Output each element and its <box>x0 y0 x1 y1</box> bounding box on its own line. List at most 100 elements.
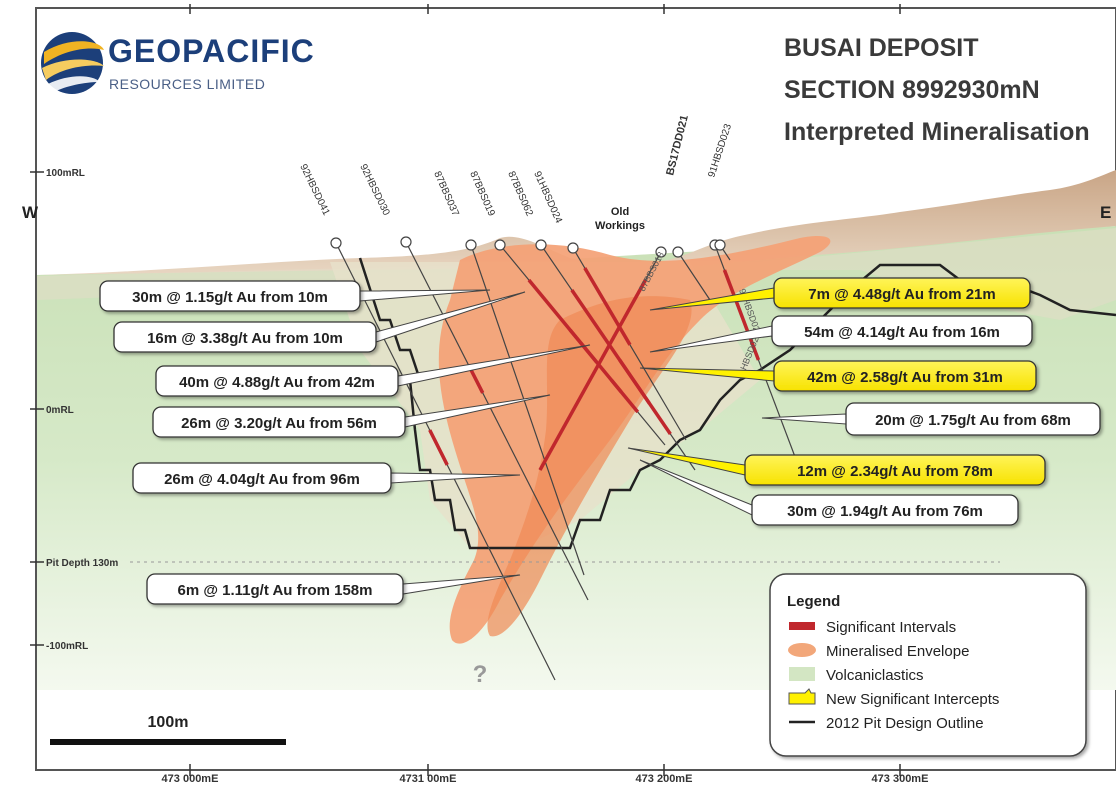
company-logo: GEOPACIFIC RESOURCES LIMITED <box>41 32 315 94</box>
significant-interval <box>722 269 761 361</box>
legend-label: Significant Intervals <box>826 619 956 636</box>
drillhole-collar <box>655 246 667 258</box>
intercept-callout: 54m @ 4.14g/t Au from 16m <box>771 315 1033 347</box>
callout-text: 26m @ 3.20g/t Au from 56m <box>181 415 377 432</box>
label-100mrl: 100mRL <box>46 168 85 179</box>
surface-terrain <box>37 170 1116 275</box>
legend-item-envelope: Mineralised Envelope <box>788 643 969 660</box>
callout-box <box>132 462 392 494</box>
callout-text: 7m @ 4.48g/t Au from 21m <box>808 286 995 303</box>
title-line2: SECTION 8992930mN <box>784 76 1040 104</box>
significant-interval <box>428 429 449 466</box>
new-intercept-callout: 7m @ 4.48g/t Au from 21m <box>773 277 1031 309</box>
legend-label: Mineralised Envelope <box>826 643 969 660</box>
drillhole-collar <box>567 242 579 254</box>
logo-name: GEOPACIFIC <box>108 33 315 69</box>
drillhole-collar <box>465 239 477 251</box>
drillhole-collar <box>494 239 506 251</box>
swatch-interval <box>789 622 815 630</box>
logo-subtitle: RESOURCES LIMITED <box>109 76 265 92</box>
title-line1: BUSAI DEPOSIT <box>784 34 978 62</box>
swatch-volcaniclastics <box>789 667 815 681</box>
intercept-callout: 20m @ 1.75g/t Au from 68m <box>845 402 1101 436</box>
drillhole-trace <box>405 241 589 601</box>
legend-label: New Significant Intercepts <box>826 691 999 708</box>
scale-bar: 100m <box>50 714 286 745</box>
new-intercept-callout: 42m @ 2.58g/t Au from 31m <box>773 360 1037 392</box>
callout-box <box>845 402 1101 436</box>
callout-box <box>744 454 1046 486</box>
drillhole-collar <box>714 239 726 251</box>
callout-box <box>773 277 1031 309</box>
easting-473100: 4731 00mE <box>400 773 457 785</box>
compass-west: W <box>22 203 39 222</box>
callout-text: 42m @ 2.58g/t Au from 31m <box>807 369 1003 386</box>
callout-box <box>751 494 1019 526</box>
swatch-envelope <box>788 643 816 657</box>
intercept-leaders <box>359 287 847 595</box>
significant-interval <box>618 359 651 405</box>
drillhole-collar <box>672 246 684 258</box>
callout-text: 26m @ 4.04g/t Au from 96m <box>164 471 360 488</box>
map-frame <box>35 7 1116 771</box>
intercept-callout: 26m @ 3.20g/t Au from 56m <box>152 406 406 438</box>
intercept-callout: 26m @ 4.04g/t Au from 96m <box>132 462 392 494</box>
easting-473300: 473 300mE <box>872 773 929 785</box>
legend-label: 2012 Pit Design Outline <box>826 715 984 732</box>
callout-box <box>773 360 1037 392</box>
intercept-callout: 6m @ 1.11g/t Au from 158m <box>146 573 404 605</box>
drillhole-trace <box>470 244 585 576</box>
drillhole-collar <box>400 236 412 248</box>
significant-interval <box>583 267 632 346</box>
callout-box <box>771 315 1033 347</box>
title-line3: Interpreted Mineralisation <box>784 118 1090 146</box>
drillhole-collar <box>330 237 342 249</box>
mineralised-envelope <box>438 235 831 644</box>
easting-ticks <box>189 4 901 776</box>
callout-box <box>99 280 361 312</box>
drillhole-collar <box>535 239 547 251</box>
legend-item-pit-outline: 2012 Pit Design Outline <box>789 715 984 732</box>
callout-text: 54m @ 4.14g/t Au from 16m <box>804 324 1000 341</box>
drillhole-trace <box>677 251 711 301</box>
scale-bar-label: 100m <box>148 714 189 731</box>
old-workings-line2: Workings <box>595 220 645 232</box>
callout-box <box>146 573 404 605</box>
label-minus100mrl: -100mRL <box>46 641 88 652</box>
significant-interval <box>610 378 640 414</box>
legend: Legend Significant IntervalsMineralised … <box>769 573 1087 757</box>
significant-interval <box>469 369 485 394</box>
easting-473000: 473 000mE <box>162 773 219 785</box>
legend-item-interval: Significant Intervals <box>789 619 956 636</box>
intercept-callout: 16m @ 3.38g/t Au from 10m <box>113 321 377 353</box>
intercept-callouts: 30m @ 1.15g/t Au from 10m 16m @ 3.38g/t A… <box>99 277 1101 605</box>
callout-text: 40m @ 4.88g/t Au from 42m <box>179 374 375 391</box>
legend-item-volcaniclastics: Volcaniclastics <box>789 667 924 684</box>
legend-title: Legend <box>787 593 840 610</box>
new-intercept-callout: 12m @ 2.34g/t Au from 78m <box>744 454 1046 486</box>
drillhole-87bbs018 <box>672 246 711 301</box>
label-pit-depth: Pit Depth 130m <box>46 558 118 569</box>
callout-box <box>152 406 406 438</box>
easting-473200: 473 200mE <box>636 773 693 785</box>
callout-box <box>113 321 377 353</box>
callout-text: 12m @ 2.34g/t Au from 78m <box>797 463 993 480</box>
drillhole-91hbsd025 <box>714 239 731 261</box>
callout-box <box>155 365 399 397</box>
callout-text: 6m @ 1.11g/t Au from 158m <box>178 582 373 599</box>
intercept-callout: 30m @ 1.15g/t Au from 10m <box>99 280 361 312</box>
callout-text: 30m @ 1.15g/t Au from 10m <box>132 289 328 306</box>
section-title: BUSAI DEPOSIT SECTION 8992930mN Interpre… <box>784 34 1090 146</box>
mineralised-envelope-core <box>487 296 692 637</box>
legend-label: Volcaniclastics <box>826 667 924 684</box>
callout-text: 16m @ 3.38g/t Au from 10m <box>147 330 343 347</box>
old-workings-line1: Old <box>611 206 629 218</box>
unknown-extent-mark: ? <box>473 661 488 688</box>
significant-interval <box>538 279 647 471</box>
callout-text: 30m @ 1.94g/t Au from 76m <box>787 503 983 520</box>
intercept-callout: 40m @ 4.88g/t Au from 42m <box>155 365 399 397</box>
label-0mrl: 0mRL <box>46 405 74 416</box>
elevation-ticks <box>30 171 44 646</box>
